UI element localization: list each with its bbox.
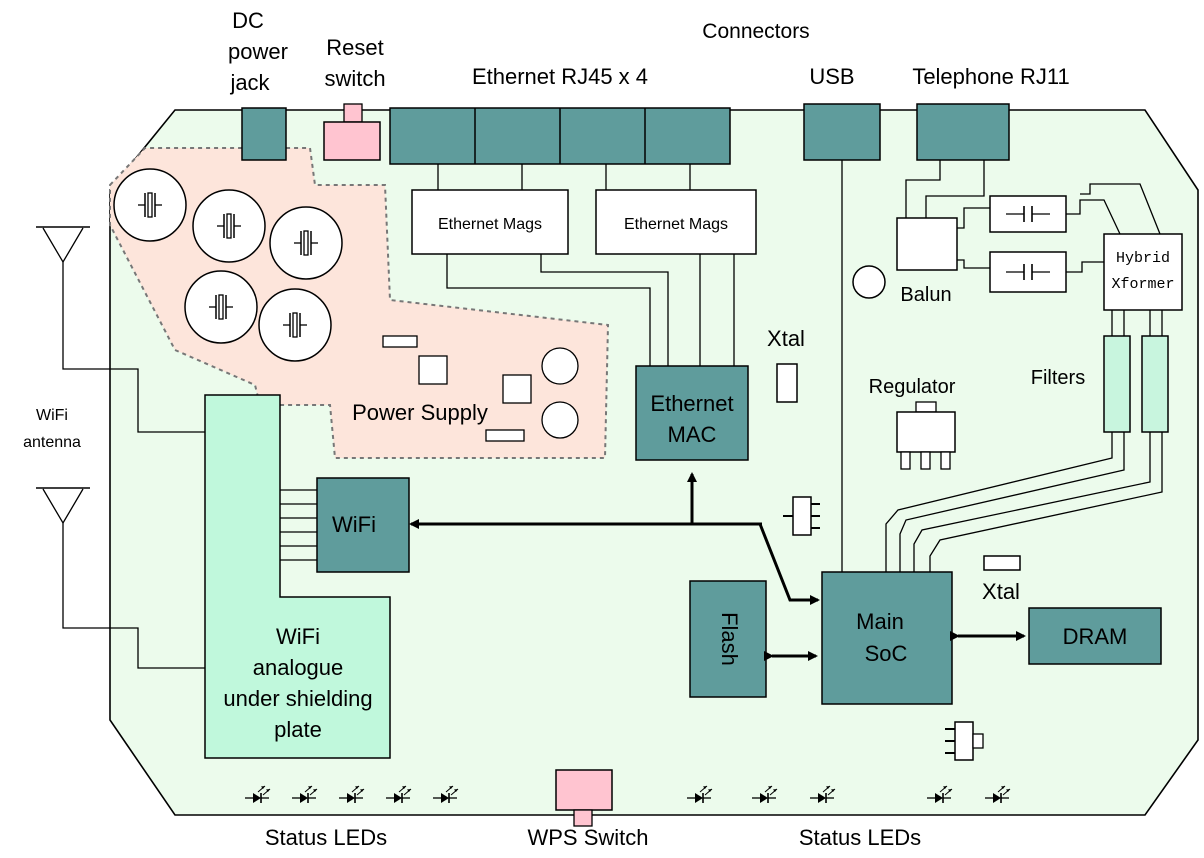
flash-chip: [689, 580, 767, 698]
wifi-chip: [316, 477, 410, 573]
wifi-analogue-label-2: analogue: [253, 655, 344, 680]
hybrid-label-2: Xformer: [1111, 276, 1174, 293]
regulator-label: Regulator: [869, 376, 956, 398]
wifi-analogue-label-1: WiFi: [276, 624, 320, 649]
dc-jack-label-2: power: [228, 39, 288, 64]
dc-power-jack: [241, 107, 287, 161]
main-soc-label-2: SoC: [865, 641, 908, 666]
connectors-label: Connectors: [702, 20, 809, 43]
usb-connector: [803, 103, 881, 161]
filters-label: Filters: [1031, 367, 1085, 389]
xtal-top: [776, 363, 798, 403]
reset-switch-body: [323, 121, 381, 161]
wifi-analogue-label-3: under shielding: [223, 686, 372, 711]
main-soc-label-1: Main: [856, 609, 904, 634]
hybrid-xformer: [1103, 233, 1183, 311]
wifi-antenna-icon-top: [36, 226, 205, 433]
main-soc-chip: [821, 571, 953, 705]
wifi-antenna-icon-bottom: [36, 487, 205, 669]
ethernet-mags-left-label: Ethernet Mags: [438, 216, 542, 233]
xtal-label-top: Xtal: [767, 326, 805, 351]
dc-jack-label-1: DC: [232, 8, 264, 33]
wifi-antenna-label-2: antenna: [23, 434, 81, 451]
wps-switch-button: [573, 809, 593, 827]
reset-label-2: switch: [324, 66, 385, 91]
telephone-rj11-connector: [916, 103, 1010, 161]
balun-label: Balun: [900, 284, 951, 306]
ethernet-mac-label-1: Ethernet: [650, 391, 733, 416]
ethernet-rj45-label: Ethernet RJ45 x 4: [472, 64, 648, 89]
xtal-label-bottom: Xtal: [982, 579, 1020, 604]
dram-chip: [1028, 607, 1162, 665]
hybrid-label-1: Hybrid: [1116, 250, 1170, 267]
dram-label: DRAM: [1063, 624, 1128, 649]
reset-switch-button: [343, 103, 363, 123]
ethernet-mac-label-2: MAC: [668, 422, 717, 447]
filter-right: [1141, 335, 1169, 433]
power-supply-label: Power Supply: [352, 400, 488, 425]
wifi-chip-label: WiFi: [332, 512, 376, 537]
filter-left: [1103, 335, 1131, 433]
ethernet-mags-left: [411, 189, 569, 255]
wps-switch-label: WPS Switch: [527, 825, 648, 850]
flash-label: Flash: [717, 612, 742, 666]
status-leds-label-left: Status LEDs: [265, 825, 387, 850]
dc-jack-label-3: jack: [229, 70, 270, 95]
wifi-antenna-label-1: WiFi: [36, 407, 68, 424]
telephone-label: Telephone RJ11: [912, 64, 1069, 89]
wifi-analogue-shield: [204, 394, 391, 759]
usb-label: USB: [809, 64, 854, 89]
status-leds-label-right: Status LEDs: [799, 825, 921, 850]
xtal-bottom: [983, 555, 1021, 571]
balun: [896, 217, 958, 271]
wps-switch-body: [555, 769, 613, 811]
reset-label-1: Reset: [326, 35, 383, 60]
ethernet-mags-right-label: Ethernet Mags: [624, 216, 728, 233]
wifi-analogue-label-4: plate: [274, 717, 322, 742]
ethernet-mags-right: [595, 189, 757, 255]
regulator: [896, 411, 956, 453]
ethernet-mac-chip: [635, 365, 749, 461]
